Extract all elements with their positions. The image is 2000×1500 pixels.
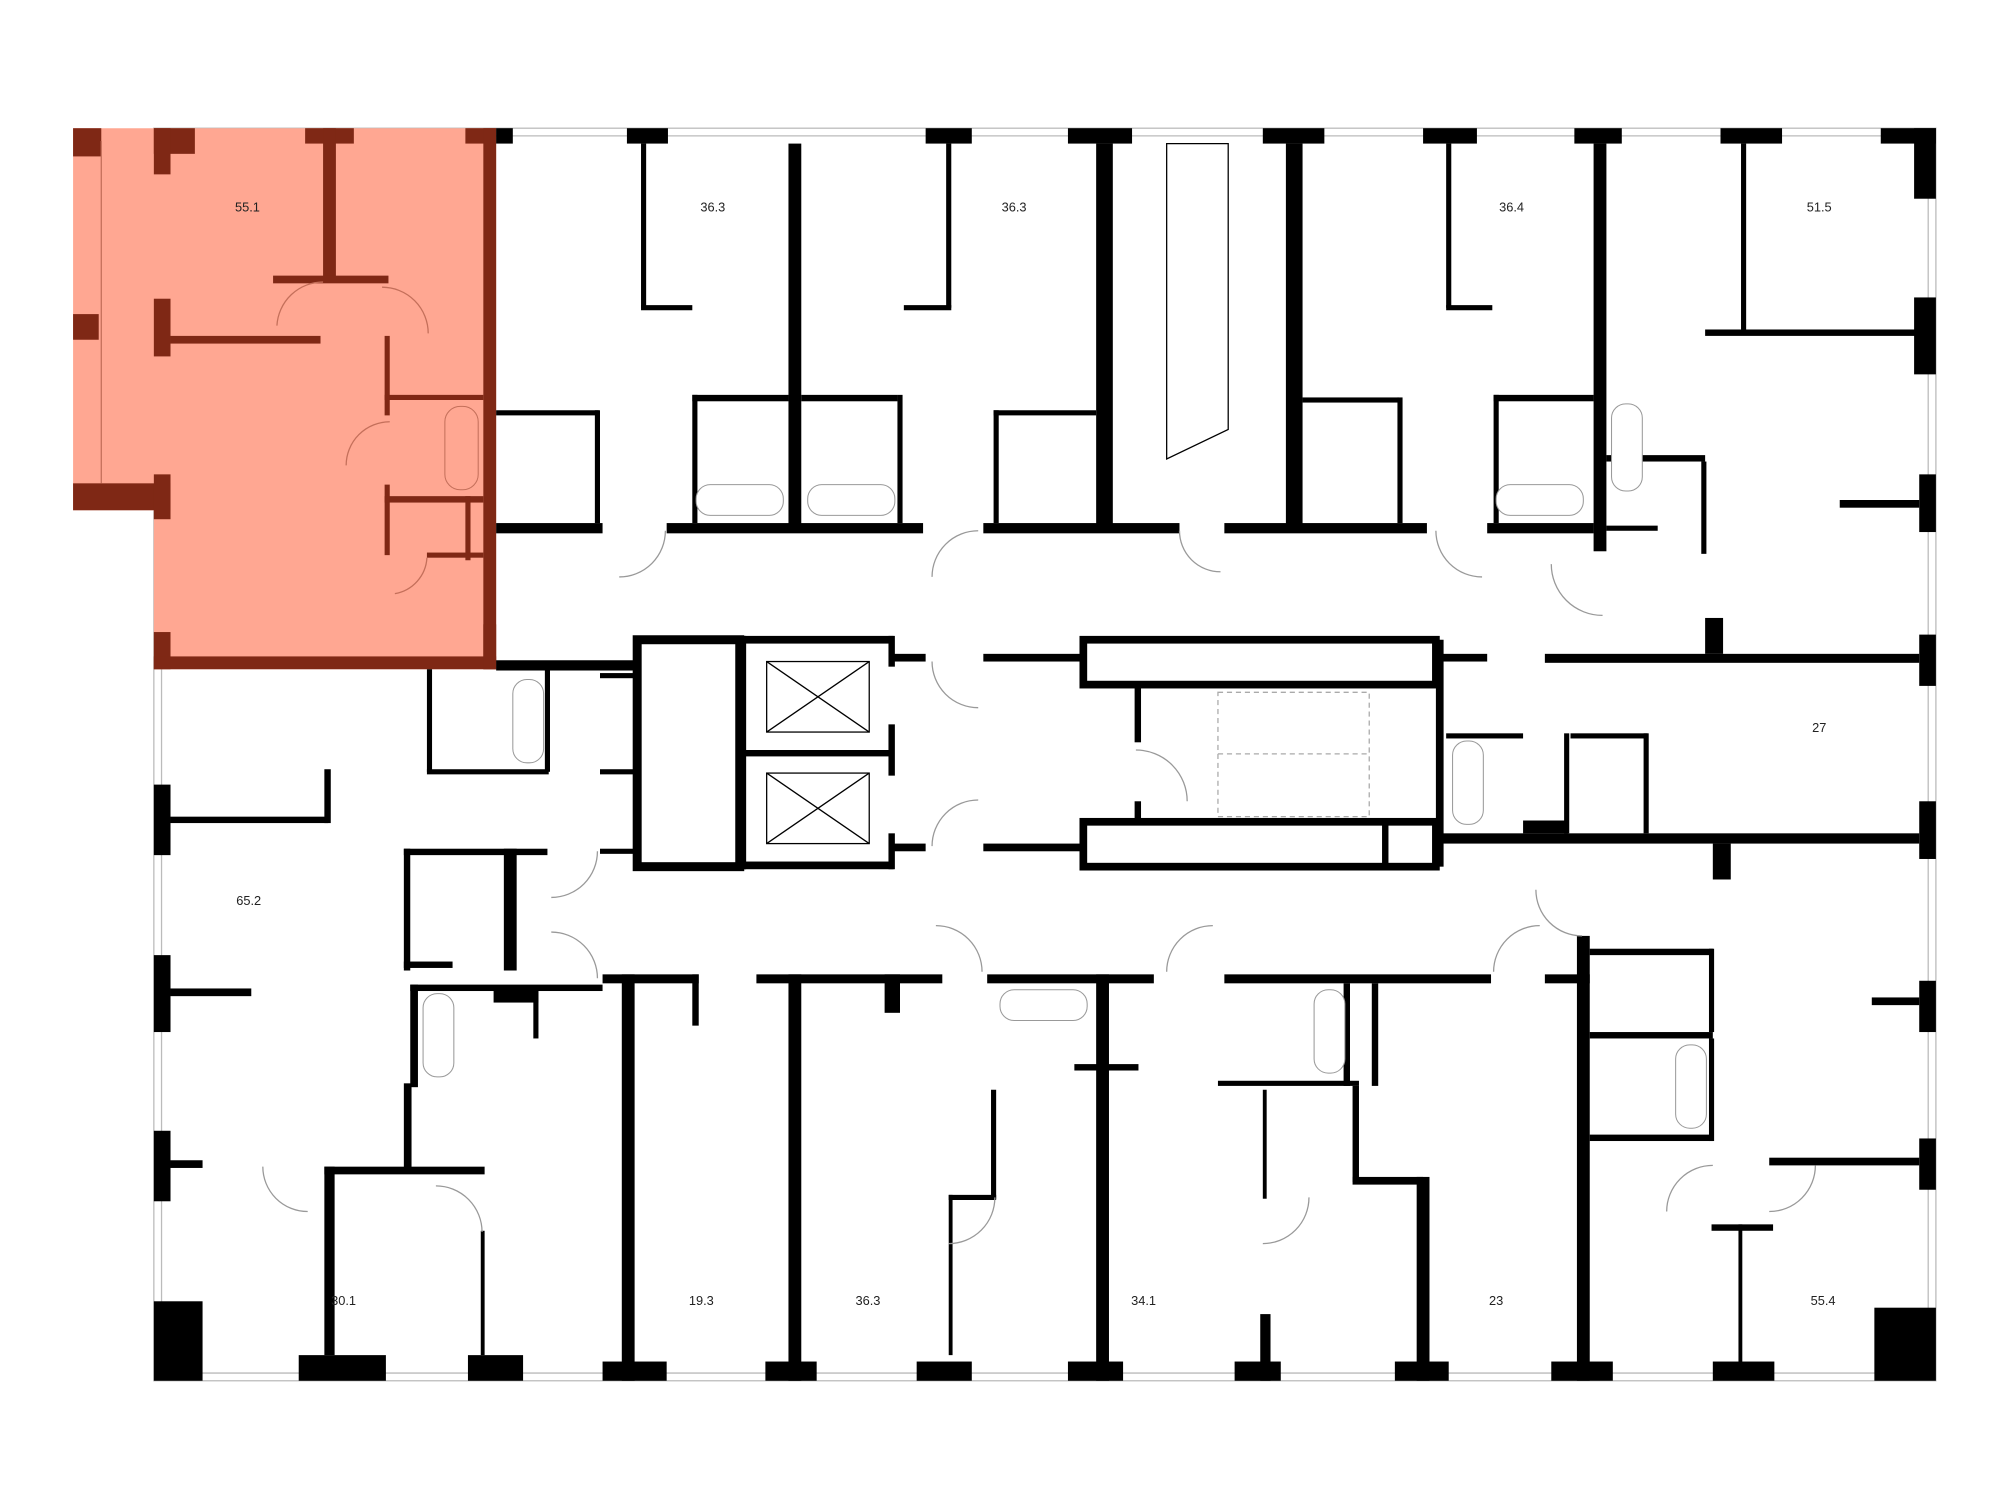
apartment-area-label: 27 <box>1812 720 1826 735</box>
fixtures <box>422 403 1707 1129</box>
apartment-area-label: 36.3 <box>1002 200 1027 215</box>
apartment-labels: 36.3 36.3 36.4 51.5 27 65.2 30.1 19.3 36… <box>236 200 1835 1309</box>
apartment-area-label: 36.3 <box>855 1293 880 1308</box>
apartment-area-label: 65.2 <box>236 893 261 908</box>
apartment-area-label: 51.5 <box>1807 200 1832 215</box>
apartment-area-label: 55.1 <box>235 200 260 215</box>
apartment-area-label: 34.1 <box>1131 1293 1156 1308</box>
selected-apartment[interactable]: 55.1 <box>73 128 497 670</box>
apartment-area-label: 36.3 <box>700 200 725 215</box>
apartment-area-label: 23 <box>1489 1293 1503 1308</box>
walls <box>153 128 1936 1381</box>
doors <box>262 530 1817 1245</box>
apartment-area-label: 55.4 <box>1811 1293 1836 1308</box>
stairs <box>1217 691 1370 818</box>
apartment-area-label: 19.3 <box>689 1293 714 1308</box>
apartment-area-label: 30.1 <box>331 1293 356 1308</box>
apartment-area-label: 36.4 <box>1499 200 1524 215</box>
